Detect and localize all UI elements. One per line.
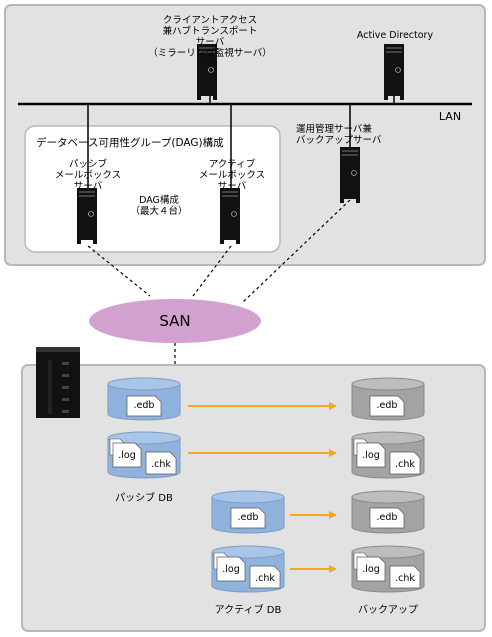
- chk-doc-backup-2: [389, 565, 421, 589]
- log-doc-active: [213, 552, 246, 582]
- lan-label: LAN: [438, 110, 462, 123]
- log-file-label: .log: [362, 564, 380, 575]
- san-link-backup: [242, 199, 351, 303]
- active-db-label: アクティブ DB: [214, 605, 282, 616]
- chk-file-label: .chk: [255, 573, 275, 584]
- edb-file-label: .edb: [376, 512, 398, 523]
- log-file-label: .log: [118, 450, 136, 461]
- edb-doc-active: [230, 507, 266, 529]
- san-link-active: [192, 245, 232, 297]
- san-link-passive: [87, 245, 151, 297]
- edb-doc-backup-2: [369, 507, 405, 529]
- log-file-label: .log: [222, 564, 240, 575]
- dag-group-title: データベース可用性グループ(DAG)構成: [36, 137, 224, 149]
- ops-backup-server-icon: [339, 146, 361, 204]
- chk-doc-backup-1: [389, 451, 421, 475]
- log-doc-passive: [109, 438, 142, 468]
- passive-db-label: パッシブ DB: [115, 493, 173, 504]
- edb-file-label: .edb: [376, 400, 398, 411]
- active-directory-label: Active Directory: [356, 30, 434, 41]
- active-mailbox-server-icon: [219, 187, 241, 245]
- chk-doc-passive: [145, 451, 177, 475]
- chk-file-label: .chk: [151, 459, 171, 470]
- storage-rack-icon: [36, 347, 80, 418]
- ops-backup-server-label: 運用管理サーバ兼 バックアップサーバ: [296, 124, 382, 146]
- san-label: SAN: [159, 312, 191, 330]
- san-ellipse: [89, 299, 261, 343]
- edb-file-label: .edb: [133, 400, 155, 411]
- chk-file-label: .chk: [395, 573, 415, 584]
- passive-mailbox-server-icon: [76, 187, 98, 245]
- active-mailbox-server-label: アクティブ メールボックス サーバ: [198, 159, 266, 192]
- cas-hub-server-label: クライアントアクセス 兼ハブトランスポート サーバ （ミラーリング監視サーバ）: [148, 15, 272, 59]
- active-directory-server-icon: [383, 43, 405, 101]
- edb-doc-backup-1: [369, 395, 405, 417]
- chk-file-label: .chk: [395, 459, 415, 470]
- log-file-label: .log: [362, 450, 380, 461]
- dag-size-label: DAG構成 （最大４台）: [130, 195, 188, 217]
- log-doc-backup-2: [353, 552, 386, 582]
- chk-doc-active: [249, 565, 281, 589]
- passive-mailbox-server-label: パッシブ メールボックス サーバ: [54, 159, 122, 192]
- backup-label: バックアップ: [358, 605, 418, 616]
- edb-doc-passive: [126, 395, 162, 417]
- edb-file-label: .edb: [237, 512, 259, 523]
- log-doc-backup-1: [353, 438, 386, 468]
